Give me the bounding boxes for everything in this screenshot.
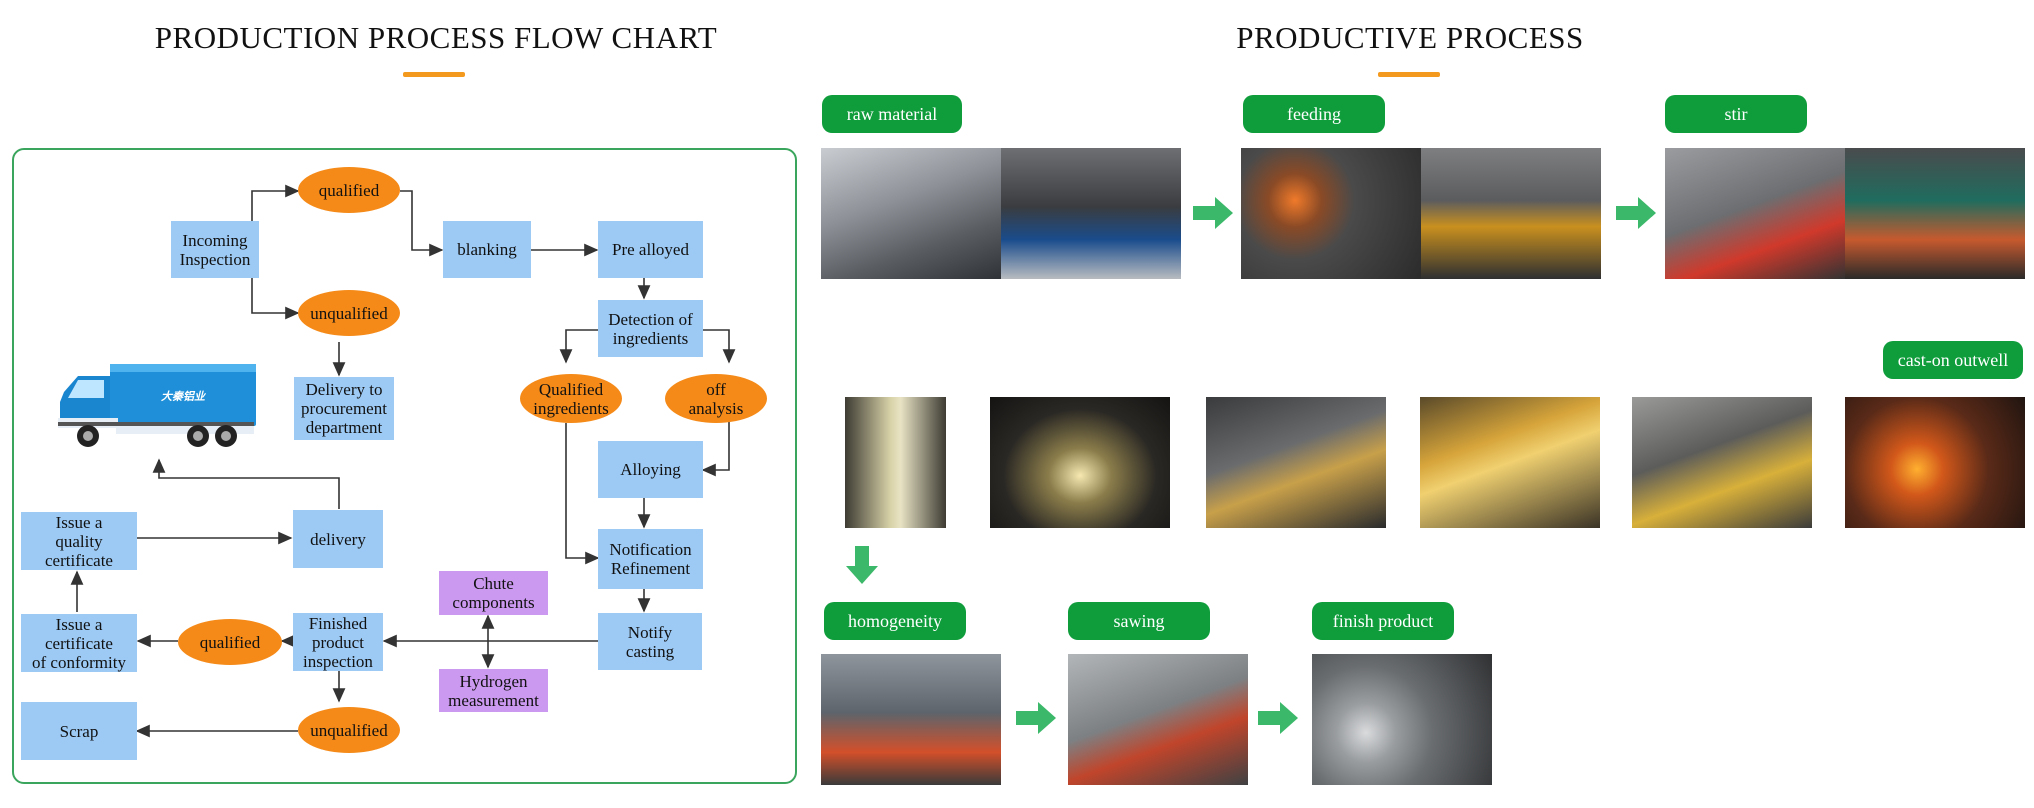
flow-chart-panel	[12, 148, 797, 784]
photo-homogeneity	[821, 654, 1001, 785]
truck-logo: 大秦铝业	[161, 390, 207, 403]
chute-components-box: Chute components	[439, 571, 548, 615]
qualified-oval-top: qualified	[298, 167, 400, 213]
photo-finish-product	[1312, 654, 1492, 785]
flow-chart-title-underline	[403, 72, 465, 77]
photo-feeding-furnace	[1241, 148, 1421, 279]
arrow-raw-to-feeding-icon	[1193, 197, 1233, 229]
incoming-inspection-box: Incoming Inspection	[171, 221, 259, 278]
photo-casting-1	[845, 397, 946, 528]
step-homogeneity: homogeneity	[824, 602, 966, 640]
delivery-box: delivery	[293, 510, 383, 568]
finished-product-inspection-box: Finished product inspection	[293, 613, 383, 671]
unqualified-oval-bottom: unqualified	[298, 707, 400, 753]
process-title-underline	[1378, 72, 1440, 77]
photo-raw-material-ingots	[821, 148, 1001, 279]
delivery-procurement-box: Delivery to procurement department	[294, 377, 394, 440]
step-stir: stir	[1665, 95, 1807, 133]
process-title: PRODUCTIVE PROCESS	[1236, 20, 1584, 55]
step-raw-material: raw material	[822, 95, 962, 133]
photo-stir-machine	[1665, 148, 1845, 279]
arrow-sawing-to-finish-icon	[1258, 702, 1298, 734]
photo-casting-2	[990, 397, 1170, 528]
scrap-box: Scrap	[21, 702, 137, 760]
unqualified-oval-top: unqualified	[298, 290, 400, 336]
photo-casting-4	[1420, 397, 1600, 528]
issue-quality-certificate-box: Issue a quality certificate	[21, 512, 137, 570]
qualified-oval-bottom: qualified	[178, 619, 282, 665]
step-sawing: sawing	[1068, 602, 1210, 640]
step-finish-product: finish product	[1312, 602, 1454, 640]
photo-feeding-loader	[1421, 148, 1601, 279]
photo-sawing	[1068, 654, 1248, 785]
alloying-box: Alloying	[598, 441, 703, 498]
notify-casting-box: Notify casting	[598, 613, 702, 670]
step-cast-on-outwell: cast-on outwell	[1883, 341, 2023, 379]
arrow-feeding-to-stir-icon	[1616, 197, 1656, 229]
photo-casting-3	[1206, 397, 1386, 528]
blanking-box: blanking	[443, 221, 531, 278]
photo-raw-material-worker	[1001, 148, 1181, 279]
flow-chart-title: PRODUCTION PROCESS FLOW CHART	[154, 20, 718, 55]
photo-casting-5	[1632, 397, 1812, 528]
pre-alloyed-box: Pre alloyed	[598, 221, 703, 278]
arrow-homogeneity-to-sawing-icon	[1016, 702, 1056, 734]
issue-conformity-certificate-box: Issue a certificate of conformity	[21, 614, 137, 672]
delivery-truck-icon: 大秦铝业	[58, 364, 256, 447]
step-feeding: feeding	[1243, 95, 1385, 133]
hydrogen-measurement-box: Hydrogen measurement	[439, 669, 548, 712]
photo-cast-on-outwell	[1845, 397, 2025, 528]
qualified-ingredients-oval: Qualified ingredients	[520, 374, 622, 423]
off-analysis-oval: off analysis	[665, 374, 767, 423]
detection-box: Detection of ingredients	[598, 300, 703, 357]
photo-stir-furnace	[1845, 148, 2025, 279]
notification-refinement-box: Notification Refinement	[598, 529, 703, 589]
arrow-cast-to-homogeneity-icon	[846, 546, 878, 584]
